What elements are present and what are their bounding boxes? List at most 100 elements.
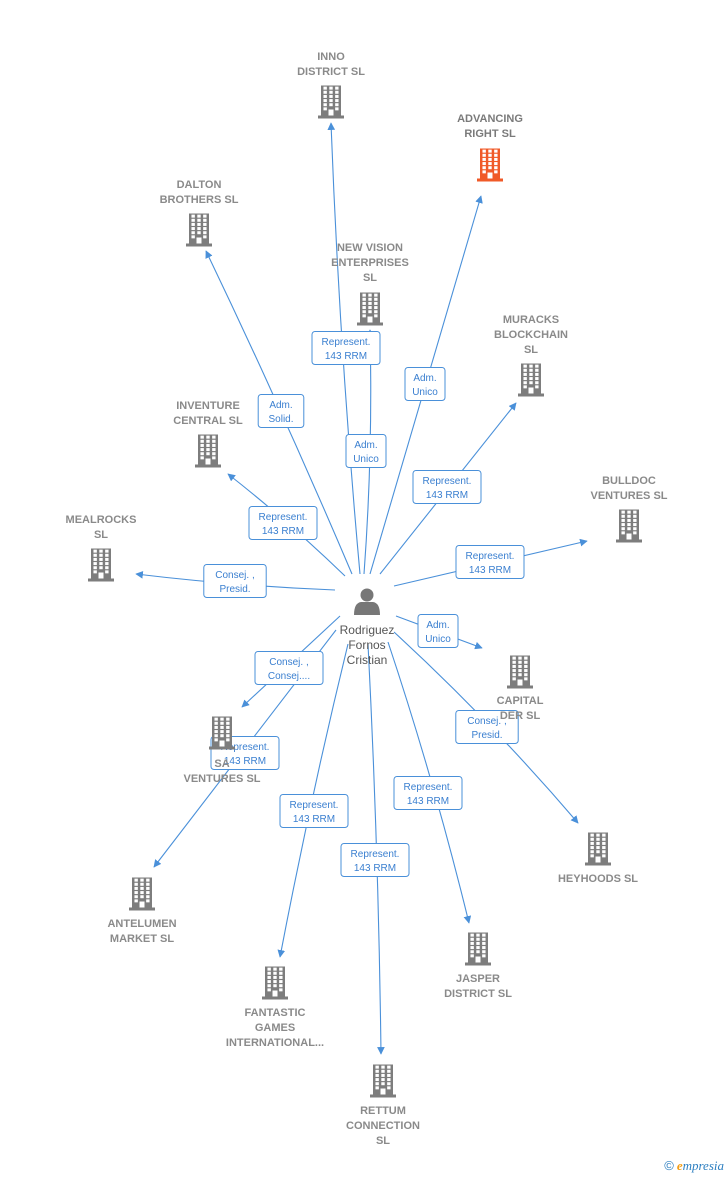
role-text: Solid. (268, 414, 293, 425)
company-node-bulldoc[interactable]: BULLDOC VENTURES SL (590, 475, 668, 543)
company-label: RIGHT SL (464, 128, 516, 140)
role-text: 143 RRM (407, 796, 449, 807)
building-icon (195, 434, 221, 468)
company-label: SL (524, 344, 538, 356)
role-label-inventure[interactable]: Represent.143 RRM (248, 506, 318, 540)
role-text: 143 RRM (293, 814, 335, 825)
roles-layer: Represent.143 RRMAdm.UnicoAdm.Solid.Adm.… (203, 331, 525, 877)
role-text: Unico (425, 634, 451, 645)
role-text: Presid. (471, 730, 502, 741)
building-icon (616, 509, 642, 543)
role-label-new-vision[interactable]: Adm. Unico (345, 434, 387, 468)
brand-initial: e (676, 1158, 683, 1173)
role-label-capital[interactable]: Adm. Unico (417, 614, 459, 648)
building-icon (477, 148, 503, 182)
role-text: Consej. , (269, 657, 308, 668)
company-node-advancing-right[interactable]: ADVANCING RIGHT SL (457, 113, 523, 182)
role-label-fantastic[interactable]: Represent. 143 RRM (279, 794, 349, 828)
company-label: BULLDOC (602, 475, 656, 487)
role-text: Represent. (351, 849, 400, 860)
company-node-inventure[interactable]: INVENTURE CENTRAL SL (173, 400, 243, 468)
role-text: Adm. (269, 400, 292, 411)
role-text: Represent. (466, 551, 515, 562)
company-node-muracks[interactable]: MURACKS BLOCKCHAIN SL (494, 314, 568, 397)
company-node-dalton-brothers[interactable]: DALTON BROTHERS SL (160, 179, 239, 247)
role-text: 143 RRM (224, 756, 266, 767)
role-label-dalton-brothers[interactable]: Adm. Solid. (257, 394, 305, 428)
company-node-mealrocks[interactable]: MEALROCKS SL (66, 514, 137, 582)
role-label-rettum[interactable]: Represent.143 RRM (340, 843, 410, 877)
company-label: HEYHOODS SL (558, 873, 638, 885)
company-label: CAPITAL (497, 695, 544, 707)
company-node-capital[interactable]: CAPITAL DER SL (497, 655, 544, 723)
company-node-fantastic[interactable]: FANTASTIC GAMES INTERNATIONAL... (226, 966, 324, 1050)
company-label: CONNECTION (346, 1120, 420, 1132)
company-label: DALTON (177, 179, 222, 191)
company-label: BROTHERS SL (160, 194, 239, 206)
person-icon (354, 588, 380, 615)
role-label-inno-district[interactable]: Represent. 143 RRM (311, 331, 381, 365)
person-name-line: Fornos (348, 638, 385, 652)
building-icon (186, 213, 212, 247)
company-label: DISTRICT SL (297, 66, 365, 78)
role-text: Consej. , (467, 716, 506, 727)
role-label-bulldoc[interactable]: Represent. 143 RRM (455, 545, 525, 579)
company-label: DER SL (500, 710, 541, 722)
role-text: Consej. , (215, 570, 254, 581)
company-label: GAMES (255, 1022, 295, 1034)
company-label: ENTERPRISES (331, 257, 409, 269)
role-text: 143 RRM (469, 565, 511, 576)
company-label: NEW VISION (337, 242, 403, 254)
empresia-watermark[interactable]: ©empresia (664, 1158, 724, 1174)
building-icon (507, 655, 533, 689)
company-label: SL (363, 272, 377, 284)
building-icon (465, 932, 491, 966)
role-label-heyhoods[interactable]: Consej. , Presid. (455, 710, 519, 744)
role-text: Represent. (322, 337, 371, 348)
building-icon (585, 832, 611, 866)
company-node-heyhoods[interactable]: HEYHOODS SL (558, 832, 638, 886)
company-label: RETTUM (360, 1105, 406, 1117)
role-text: Represent. (404, 782, 453, 793)
building-icon (318, 85, 344, 119)
company-label: BLOCKCHAIN (494, 329, 568, 341)
role-label-mealrocks[interactable]: Consej. , Presid. (203, 564, 267, 598)
company-label: INTERNATIONAL... (226, 1037, 324, 1049)
role-text: Adm. (426, 620, 449, 631)
company-label: CENTRAL SL (173, 415, 243, 427)
role-text: 143 RRM (325, 351, 367, 362)
role-text: Adm. (354, 440, 377, 451)
building-icon (209, 716, 235, 750)
role-text: Represent. (259, 512, 308, 523)
role-text: Represent. (290, 800, 339, 811)
company-label: VENTURES SL (590, 490, 667, 502)
role-text: Represent. (423, 476, 472, 487)
copyright-symbol: © (664, 1158, 674, 1173)
company-label: FANTASTIC (245, 1007, 306, 1019)
building-icon (518, 363, 544, 397)
role-label-jasper[interactable]: Represent. 143 RRM (393, 776, 463, 810)
role-label-advancing-right[interactable]: Adm.Unico (404, 367, 446, 401)
role-text: Represent. (221, 742, 270, 753)
company-node-new-vision[interactable]: NEW VISION ENTERPRISES SL (331, 242, 409, 326)
company-label: MEALROCKS (66, 514, 137, 526)
role-label-muracks[interactable]: Represent.143 RRM (412, 470, 482, 504)
building-icon (129, 877, 155, 911)
company-label: SL (94, 529, 108, 541)
company-label: MURACKS (503, 314, 559, 326)
company-label: ADVANCING (457, 113, 523, 125)
role-text: Presid. (219, 584, 250, 595)
role-text: Unico (353, 454, 379, 465)
role-label-sa-ventures[interactable]: Consej. ,Consej.... (254, 651, 324, 685)
role-text: Adm. (413, 373, 436, 384)
building-icon (370, 1064, 396, 1098)
building-icon (357, 292, 383, 326)
company-label: INVENTURE (176, 400, 240, 412)
